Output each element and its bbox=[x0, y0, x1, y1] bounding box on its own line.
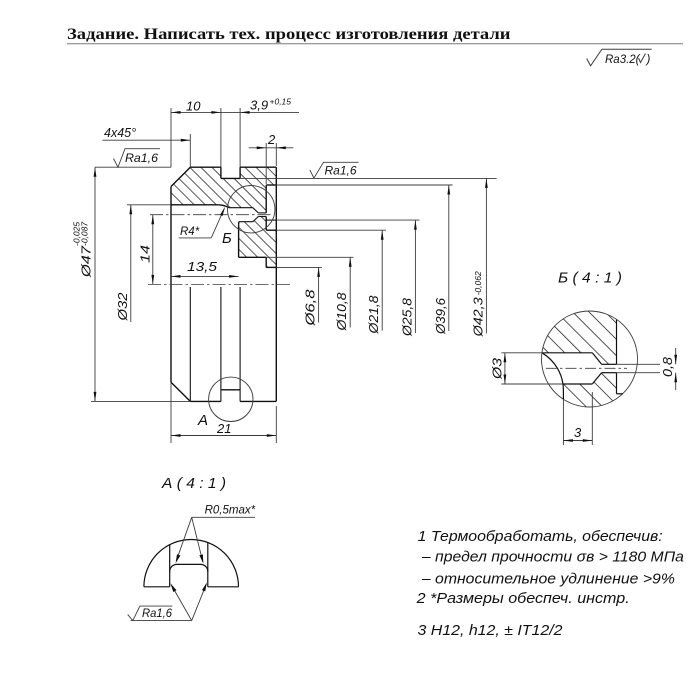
svg-text:Ø21,8: Ø21,8 bbox=[366, 295, 381, 335]
svg-text:– предел прочности σв > 1180 М: – предел прочности σв > 1180 МПа bbox=[421, 549, 684, 566]
svg-text:21: 21 bbox=[216, 421, 231, 436]
svg-text:– относительное удлинение >9%: – относительное удлинение >9% bbox=[421, 571, 675, 588]
svg-text:Ra3.2(: Ra3.2( bbox=[605, 54, 641, 66]
svg-text:3 Н12, h12, ± IT12/2: 3 Н12, h12, ± IT12/2 bbox=[418, 622, 564, 639]
svg-text:Ø39,6: Ø39,6 bbox=[433, 297, 448, 335]
svg-text:): ) bbox=[645, 54, 651, 66]
svg-text:-0,087: -0,087 bbox=[80, 222, 90, 246]
svg-text:Ø6,8: Ø6,8 bbox=[303, 289, 318, 327]
svg-text:R0,5max*: R0,5max* bbox=[205, 505, 256, 517]
svg-text:Ra1,6: Ra1,6 bbox=[125, 153, 159, 165]
svg-text:R4*: R4* bbox=[180, 226, 200, 238]
svg-text:Ra1,6: Ra1,6 bbox=[325, 166, 358, 178]
svg-text:Б: Б bbox=[222, 230, 232, 247]
svg-text:А: А bbox=[197, 412, 208, 429]
svg-text:Ø32: Ø32 bbox=[115, 292, 130, 322]
svg-text:Ø10,8: Ø10,8 bbox=[334, 292, 349, 332]
svg-text:Задание. Написать тех. процесс: Задание. Написать тех. процесс изготовле… bbox=[67, 26, 511, 43]
svg-text:+0,15: +0,15 bbox=[270, 97, 292, 107]
svg-text:13,5: 13,5 bbox=[187, 259, 218, 274]
svg-text:Ø3: Ø3 bbox=[490, 357, 505, 380]
svg-text:Ø47: Ø47 bbox=[79, 245, 94, 278]
svg-text:2 *Размеры обеспеч. инстр.: 2 *Размеры обеспеч. инстр. bbox=[416, 590, 630, 607]
svg-text:10: 10 bbox=[186, 99, 201, 114]
svg-text:Б ( 4 : 1 ): Б ( 4 : 1 ) bbox=[558, 270, 622, 287]
svg-text:2: 2 bbox=[267, 132, 276, 147]
svg-text:-0,025: -0,025 bbox=[72, 222, 82, 246]
svg-text:-0,062: -0,062 bbox=[473, 271, 483, 295]
svg-text:Ø42,3: Ø42,3 bbox=[470, 297, 485, 338]
svg-text:4х45°: 4х45° bbox=[104, 126, 136, 140]
svg-text:3,9: 3,9 bbox=[250, 98, 268, 113]
svg-text:Ra1,6: Ra1,6 bbox=[142, 608, 173, 620]
svg-text:3: 3 bbox=[574, 425, 582, 440]
svg-text:1 Термообработать, обеспечив:: 1 Термообработать, обеспечив: bbox=[418, 528, 663, 545]
svg-text:14: 14 bbox=[138, 245, 153, 263]
svg-text:Ø25,8: Ø25,8 bbox=[399, 297, 414, 337]
svg-text:0,8: 0,8 bbox=[660, 356, 675, 377]
svg-text:А ( 4 : 1 ): А ( 4 : 1 ) bbox=[161, 475, 226, 492]
